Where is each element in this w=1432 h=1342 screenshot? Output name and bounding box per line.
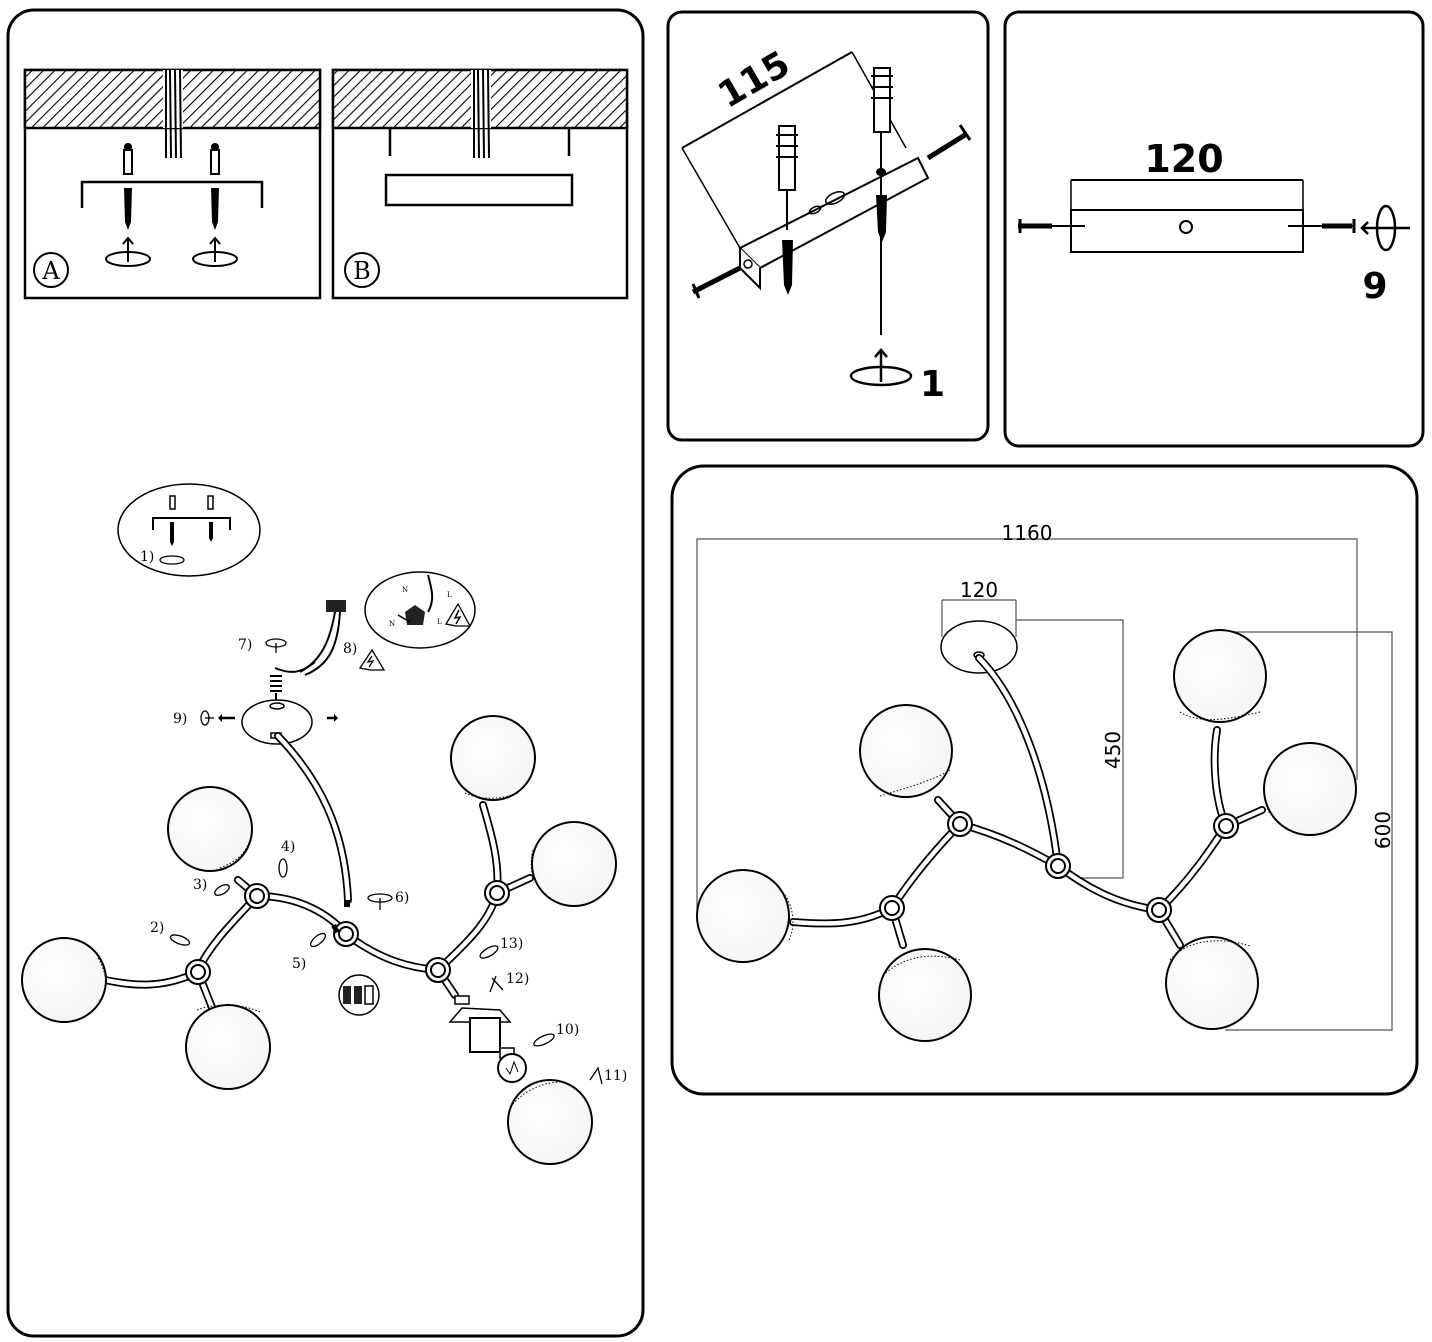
bracket-width-label: 115 <box>711 43 797 116</box>
base-panel: 120 9 <box>1003 10 1425 448</box>
step-3-label: 3) <box>193 877 207 893</box>
bracket-shape <box>80 180 264 208</box>
bracket-panel: 115 1 <box>666 10 990 442</box>
globe-3 <box>167 786 253 872</box>
globe-5 <box>531 821 617 907</box>
wire-n-2: N <box>389 620 395 628</box>
step-6-label: 6) <box>395 890 409 906</box>
rotate-icon <box>849 348 913 387</box>
panel-a-label: A <box>41 257 60 285</box>
rotate-icon <box>105 236 238 267</box>
step-7-label: 7) <box>238 637 252 653</box>
step-10-label: 10) <box>556 1022 579 1038</box>
ceiling-wires <box>165 69 182 159</box>
step-11-label: 11) <box>604 1068 627 1084</box>
canopy-base <box>384 173 574 207</box>
globe-6 <box>507 1079 593 1165</box>
step-1-label: 1) <box>140 549 154 565</box>
dim-height: 600 <box>1371 811 1395 849</box>
bulb-icon <box>497 1047 527 1083</box>
step-4-label: 4) <box>281 839 295 855</box>
screw-icon <box>124 188 219 230</box>
wall-plug-icon <box>776 67 893 191</box>
dim-drop: 450 <box>1101 731 1125 769</box>
step-12-label: 12) <box>506 971 529 987</box>
step-8-label: 8) <box>343 641 357 657</box>
screw-icon <box>782 168 887 295</box>
step-13-label: 13) <box>500 936 523 952</box>
left-panel: A B 1) <box>6 8 645 1338</box>
bracket-step-label: 1 <box>920 364 945 405</box>
wire-n-1: N <box>402 586 408 594</box>
panel-b-label: B <box>353 257 371 285</box>
globe-4 <box>450 715 536 801</box>
step-2-label: 2) <box>150 920 164 936</box>
wire-l-2: L <box>437 618 442 626</box>
globe-2 <box>185 1004 271 1090</box>
electric-warning-icon <box>444 602 472 627</box>
assembly-diagram: 1) N L N L 7) 8) <box>21 483 627 1165</box>
wall-plug-icon <box>123 143 220 175</box>
wire-l-1: L <box>447 591 452 599</box>
base-width-label: 120 <box>1144 137 1223 181</box>
globe-1 <box>21 937 107 1023</box>
panel-a: A <box>23 68 322 300</box>
base-step-label: 9 <box>1362 266 1387 307</box>
socket-icon <box>448 995 512 1053</box>
step-5-label: 5) <box>292 956 306 972</box>
rotate-icon <box>1360 204 1410 252</box>
dim-canopy: 120 <box>960 578 998 602</box>
dim-overall-width: 1160 <box>1002 521 1053 545</box>
dimensions-panel: 1160 120 450 600 150 <box>670 464 1419 1096</box>
step-9-label: 9) <box>173 711 187 727</box>
panel-b: B <box>331 68 629 300</box>
